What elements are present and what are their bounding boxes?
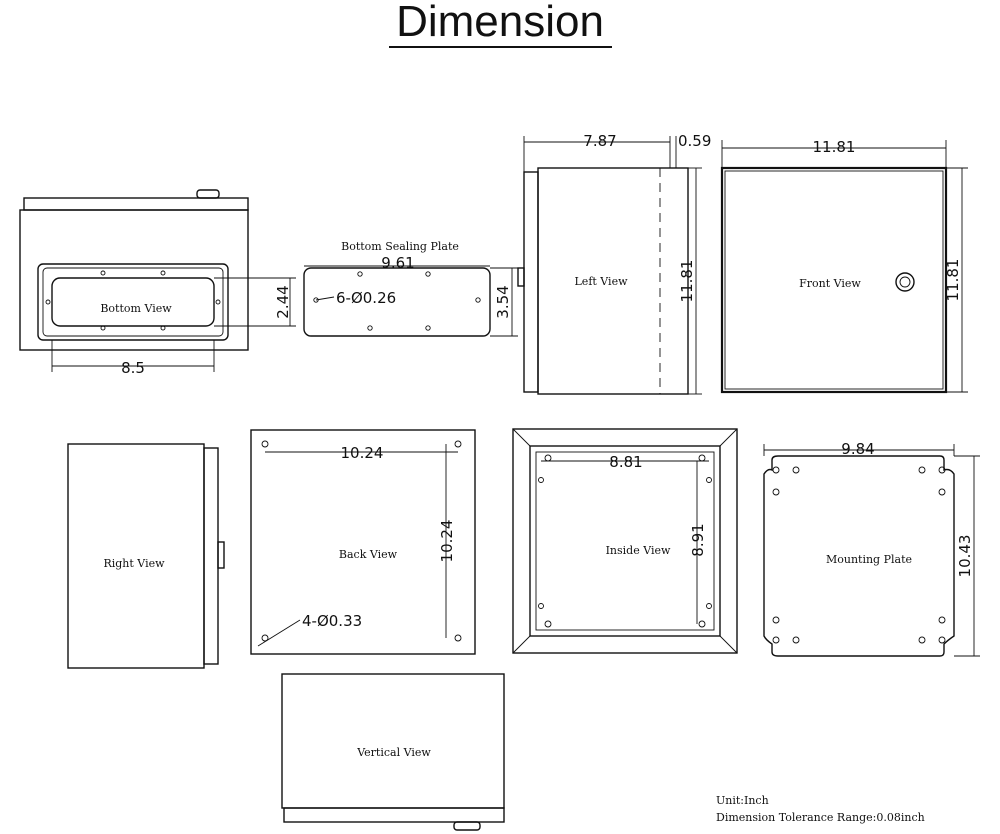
front-view-label: Front View (799, 277, 861, 290)
right-view-label: Right View (103, 557, 165, 570)
inside-view: 8.81 8.91 Inside View (512, 428, 738, 654)
bottom-height-dim: 2.44 (274, 285, 292, 318)
left-height-dim: 11.81 (678, 260, 696, 303)
front-view: Front View 11.81 11.81 (720, 138, 968, 394)
mounting-plate-view: 9.84 10.43 Mounting Plate (763, 440, 980, 657)
bottom-view-label: Bottom View (100, 302, 172, 315)
inside-view-label: Inside View (606, 544, 671, 557)
plate-holes-dim: 6-Ø0.26 (336, 289, 396, 307)
back-view-label: Back View (339, 548, 398, 561)
back-view: 10.24 10.24 4-Ø0.33 Back View (250, 429, 476, 655)
right-view: Right View (67, 443, 225, 669)
front-height-dim: 11.81 (944, 259, 962, 302)
mounting-plate-label: Mounting Plate (826, 553, 912, 566)
front-width-dim: 11.81 (813, 138, 856, 156)
plate-height-dim: 3.54 (494, 285, 512, 318)
vertical-view-label: Vertical View (356, 746, 431, 759)
title-underline (389, 46, 612, 48)
page-title: Dimension (396, 0, 604, 46)
left-view: Left View 7.87 0.59 11.81 (517, 132, 711, 395)
back-holes-dim: 4-Ø0.33 (302, 612, 362, 630)
vertical-view: Vertical View (281, 673, 505, 831)
left-view-label: Left View (575, 275, 629, 288)
left-lip-dim: 0.59 (678, 132, 711, 150)
bottom-view: Bottom View 8.5 2.44 (19, 189, 296, 377)
back-width-dim: 10.24 (341, 444, 384, 462)
mounting-height-dim: 10.43 (956, 535, 974, 578)
inside-height-dim: 8.91 (689, 523, 707, 556)
plate-width-dim: 9.61 (381, 254, 414, 272)
bottom-width-dim: 8.5 (121, 359, 145, 377)
unit-note: Unit:Inch (716, 794, 769, 807)
tolerance-note: Dimension Tolerance Range:0.08inch (716, 811, 925, 824)
sealing-plate-view: Bottom Sealing Plate 9.61 6-Ø0.26 3.54 (303, 240, 518, 337)
sealing-plate-label: Bottom Sealing Plate (341, 240, 459, 253)
back-height-dim: 10.24 (438, 520, 456, 563)
inside-width-dim: 8.81 (609, 453, 642, 471)
mounting-width-dim: 9.84 (841, 440, 874, 458)
left-depth-dim: 7.87 (583, 132, 616, 150)
